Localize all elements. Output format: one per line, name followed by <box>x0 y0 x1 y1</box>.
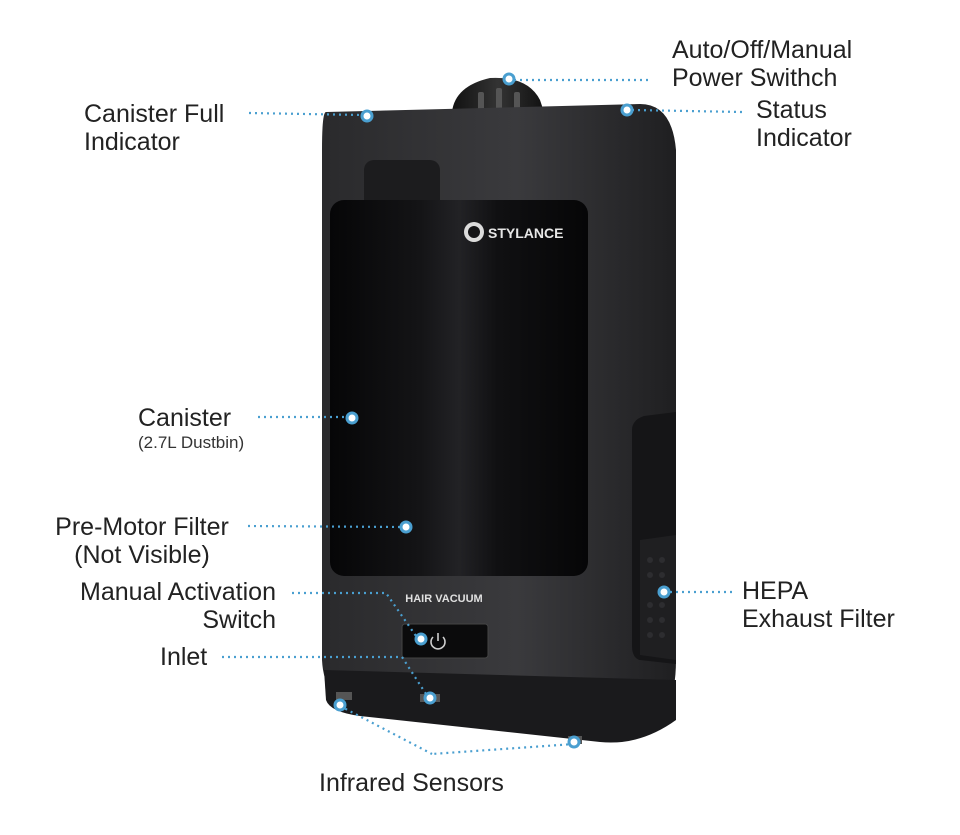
label-pre-motor-line1: Pre-Motor Filter <box>55 513 229 541</box>
model-text: HAIR VACUUM <box>405 593 482 605</box>
label-canister-full-line2: Indicator <box>84 128 180 156</box>
infrared-sensor-left <box>336 692 352 700</box>
label-status-indicator: Status Indicator <box>756 96 852 152</box>
label-status-line2: Indicator <box>756 124 852 152</box>
brand-logo-text: STYLANCE <box>488 225 563 241</box>
label-hepa-line2: Exhaust Filter <box>742 605 895 633</box>
manual-activation-button[interactable] <box>401 623 489 659</box>
label-inlet: Inlet <box>160 643 207 671</box>
canister-panel[interactable] <box>330 200 588 576</box>
label-power-switch-line1: Auto/Off/Manual <box>672 36 853 64</box>
label-inlet-text: Inlet <box>160 643 208 671</box>
label-manual-activation: Manual Activation Switch <box>50 578 276 634</box>
label-status-line1: Status <box>756 96 827 124</box>
label-manual-line1: Manual Activation <box>80 578 276 606</box>
label-canister-full: Canister Full Indicator <box>84 100 224 156</box>
label-pre-motor-line2: (Not Visible) <box>74 541 210 569</box>
stylance-logo: STYLANCE <box>464 222 563 242</box>
label-canister-title: Canister <box>138 404 232 432</box>
label-pre-motor-filter: Pre-Motor Filter (Not Visible) <box>42 513 242 569</box>
label-infrared-sensors: Infrared Sensors <box>319 769 504 797</box>
label-canister-full-line1: Canister Full <box>84 100 225 128</box>
callout-lines <box>222 78 743 756</box>
power-icon <box>430 633 446 650</box>
hepa-grille <box>647 557 665 638</box>
label-hepa-line1: HEPA <box>742 577 809 605</box>
label-power-switch: Auto/Off/Manual Power Swithch <box>672 36 852 92</box>
label-hepa: HEPA Exhaust Filter <box>742 577 895 633</box>
label-infrared-text: Infrared Sensors <box>319 769 504 797</box>
callout-dots <box>333 72 671 749</box>
label-canister: Canister (2.7L Dustbin) <box>138 404 244 454</box>
power-knob[interactable] <box>452 77 544 112</box>
label-power-switch-line2: Power Swithch <box>672 64 838 92</box>
label-canister-subtitle: (2.7L Dustbin) <box>138 433 245 452</box>
label-manual-line2: Switch <box>202 606 276 634</box>
